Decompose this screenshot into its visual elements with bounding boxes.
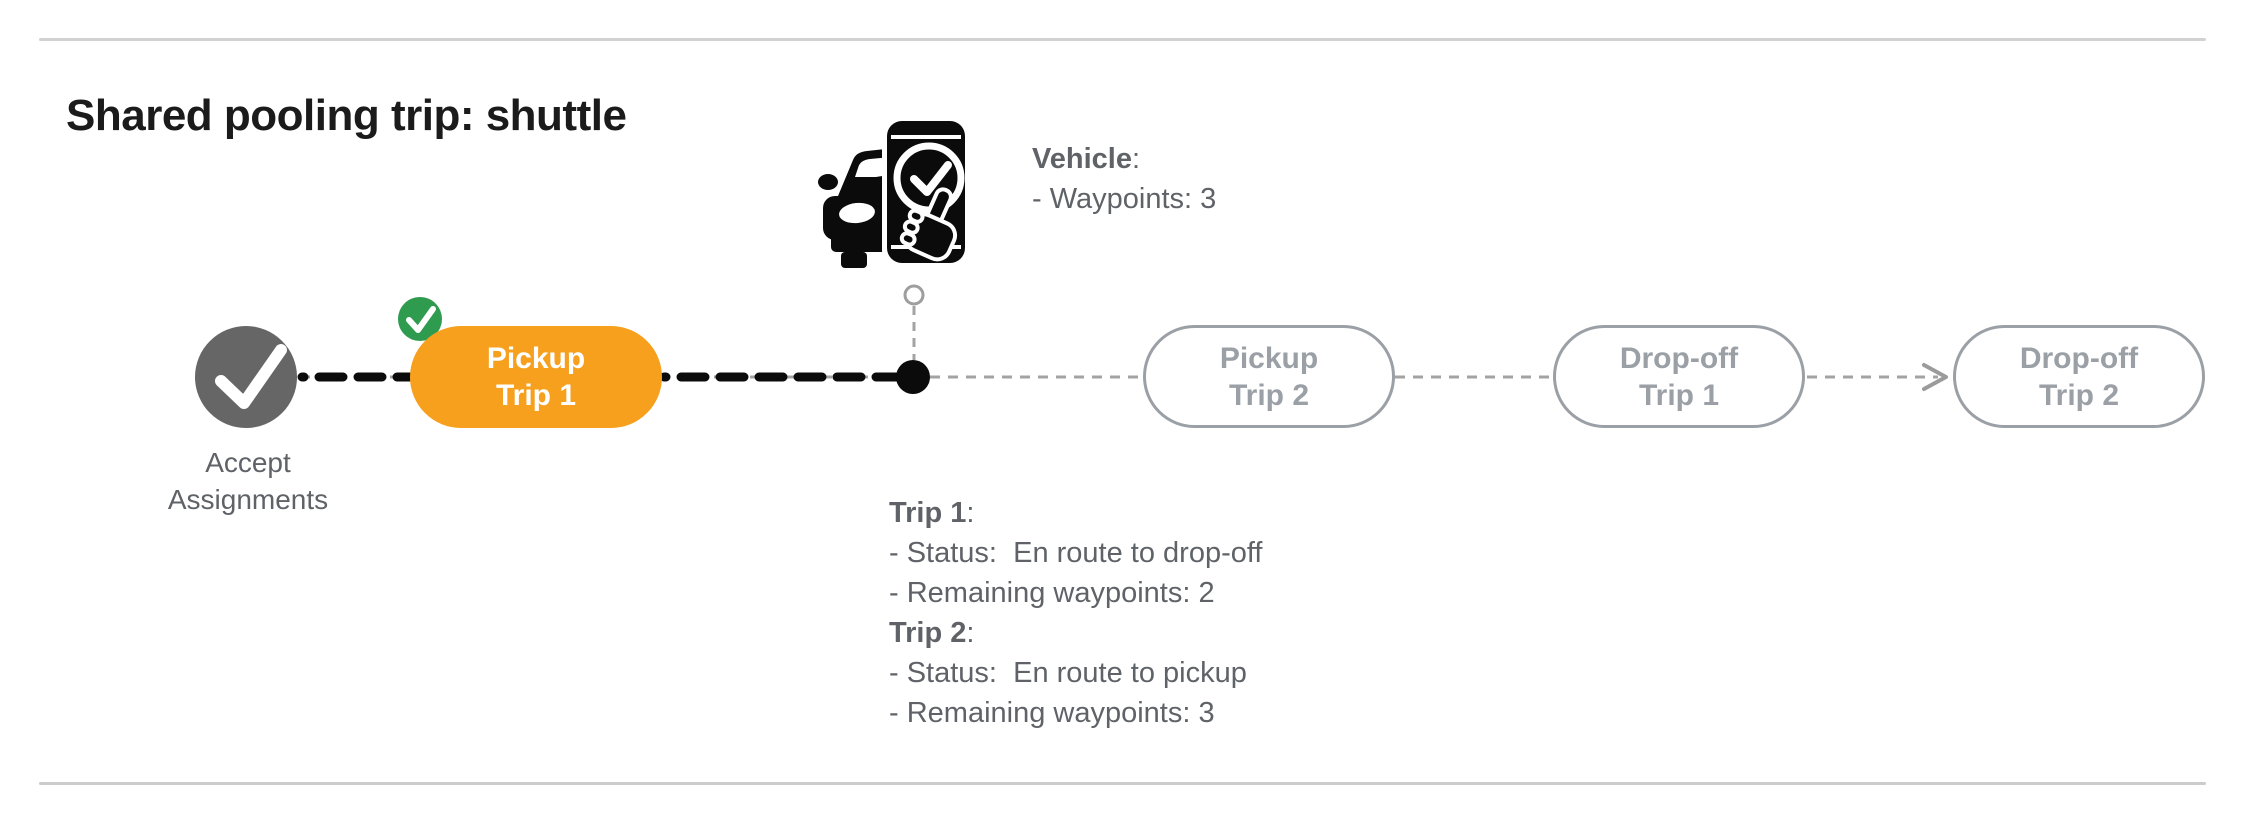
car-wheel: [841, 252, 867, 268]
trip1-heading-text: Trip 1: [889, 497, 967, 529]
trip1-waypoints-line: - Remaining waypoints: 2: [889, 577, 1215, 609]
vehicle-waypoints-line: - Waypoints: 3: [1032, 183, 1217, 215]
car-headlight: [839, 202, 875, 224]
check-badge-icon: [406, 306, 436, 333]
current-position-dot: [896, 360, 930, 394]
top-divider: [39, 38, 2206, 41]
accept-label-line2: Assignments: [167, 484, 329, 515]
accept-label-line1: Accept: [205, 447, 291, 478]
car-mirror: [818, 174, 838, 190]
trip2-status-line: - Status: En route to pickup: [889, 657, 1247, 689]
page-title: Shared pooling trip: shuttle: [66, 91, 627, 141]
trip-info-block: Trip 1: - Status: En route to drop-off -…: [889, 493, 1262, 733]
marker-stem-circle: [903, 284, 925, 306]
node-label-line1: Pickup: [486, 342, 586, 375]
node-label-line2: Trip 1: [1638, 378, 1720, 412]
accept-node-circle: [195, 326, 297, 428]
node-label-line2: Trip 1: [495, 379, 577, 412]
check-icon: [215, 344, 287, 409]
trip2-waypoints-line: - Remaining waypoints: 3: [889, 697, 1215, 729]
vehicle-info-block: Vehicle: - Waypoints: 3: [1032, 139, 1216, 219]
car-with-phone-check-icon: [818, 116, 970, 268]
arrow-right-icon: [1922, 363, 1948, 391]
phone-check-icon: [910, 161, 952, 196]
trip2-heading: Trip 2:: [889, 613, 1262, 653]
trip1-heading-colon: :: [966, 497, 975, 529]
accept-assignments-label: Accept Assignments: [116, 444, 380, 518]
node-label-line2: Trip 2: [1228, 378, 1310, 412]
node-dropoff-trip-1: Drop-off Trip 1: [1553, 325, 1805, 428]
bottom-divider: [39, 782, 2206, 785]
node-label-line2: Trip 2: [2038, 378, 2120, 412]
node-dropoff-trip-2: Drop-off Trip 2: [1953, 325, 2205, 428]
trip1-status-line: - Status: En route to drop-off: [889, 537, 1263, 569]
node-pickup-trip-2: Pickup Trip 2: [1143, 325, 1395, 428]
vehicle-heading-text: Vehicle: [1032, 143, 1132, 175]
trip2-heading-colon: :: [966, 617, 975, 649]
trip1-heading: Trip 1:: [889, 493, 1262, 533]
vehicle-heading-colon: :: [1131, 143, 1141, 175]
node-label-line1: Drop-off: [2019, 341, 2139, 375]
trip2-heading-text: Trip 2: [889, 617, 967, 649]
node-label-line1: Drop-off: [1619, 341, 1739, 375]
node-label-line1: Pickup: [1219, 341, 1319, 375]
node-pickup-trip-1: Pickup Trip 1: [410, 326, 662, 428]
tapping-hand-icon: [899, 187, 958, 262]
vehicle-info-heading: Vehicle:: [1032, 139, 1216, 179]
